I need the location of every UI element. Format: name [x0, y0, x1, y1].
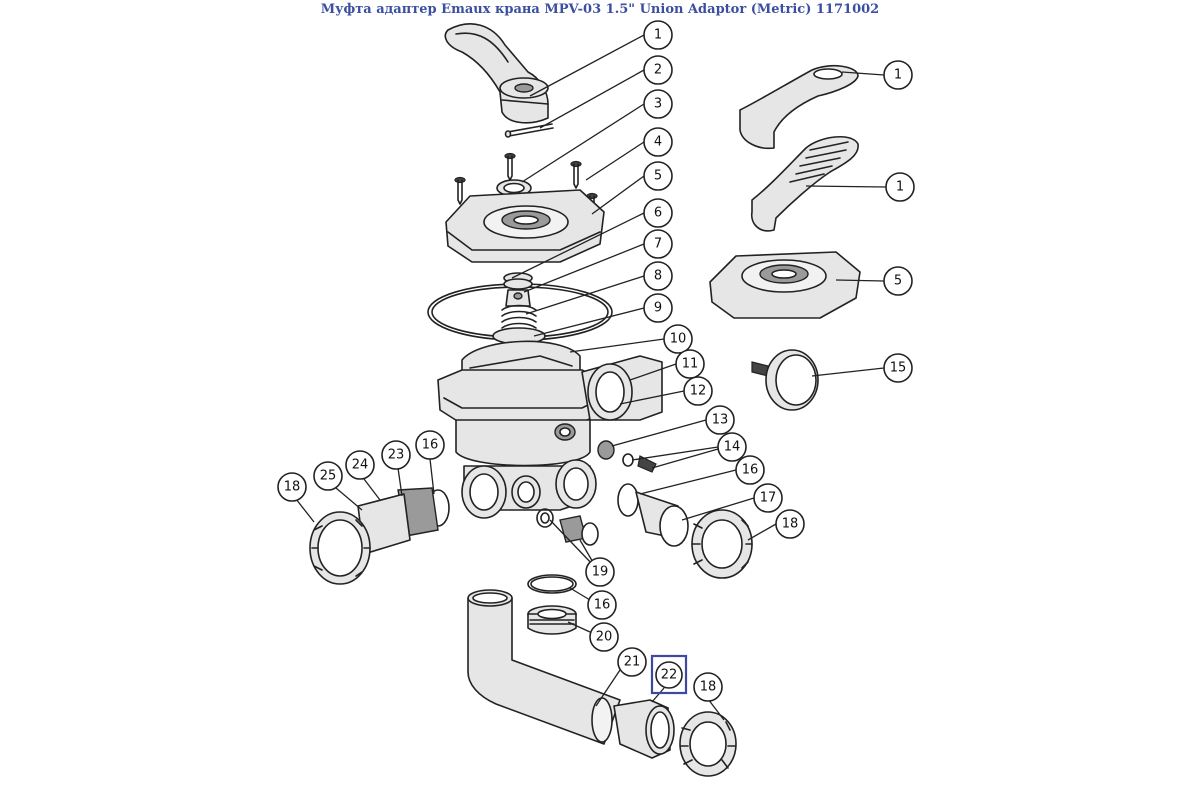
callout-19: 19 [585, 557, 615, 587]
svg-text:2: 2 [654, 63, 662, 78]
svg-text:3: 3 [654, 97, 662, 112]
callout-22: 22 [655, 661, 683, 689]
callout-14: 14 [717, 432, 747, 462]
svg-text:17: 17 [760, 491, 777, 506]
callout-12: 12 [683, 376, 713, 406]
part-left-union [309, 487, 450, 585]
part-cover-left [445, 189, 605, 263]
part-union-adaptor [613, 699, 675, 759]
svg-text:7: 7 [654, 237, 662, 252]
callout-5b: 5 [883, 266, 913, 296]
part-right-union [617, 483, 753, 579]
callout-2: 2 [643, 55, 673, 85]
part-cover-right [709, 251, 861, 319]
callout-16c: 16 [415, 430, 445, 460]
part-elbow-pipe [467, 589, 621, 745]
callout-17: 17 [753, 483, 783, 513]
svg-text:5: 5 [654, 169, 662, 184]
callout-10: 10 [663, 324, 693, 354]
leader-lines [295, 34, 887, 721]
part-handle-variant-b [750, 135, 859, 232]
svg-text:20: 20 [596, 630, 613, 645]
svg-text:19: 19 [592, 565, 609, 580]
svg-text:14: 14 [724, 440, 741, 455]
part-handle-variant-a [739, 64, 859, 150]
svg-text:1: 1 [894, 68, 902, 83]
part-pin [504, 123, 554, 138]
svg-text:12: 12 [690, 384, 707, 399]
callout-1c: 1 [885, 172, 915, 202]
svg-text:8: 8 [654, 269, 662, 284]
svg-text:16: 16 [594, 598, 611, 613]
svg-text:9: 9 [654, 301, 662, 316]
svg-text:21: 21 [624, 655, 641, 670]
svg-text:4: 4 [654, 135, 662, 150]
svg-text:23: 23 [388, 448, 405, 463]
part-union-nut-bottom [679, 711, 737, 777]
part-bottom-ports [461, 459, 597, 519]
part-valve-body [437, 340, 607, 467]
svg-text:5: 5 [894, 274, 902, 289]
callout-9: 9 [643, 293, 673, 323]
svg-text:1: 1 [654, 28, 662, 43]
part-handle-top [444, 23, 549, 124]
callout-18c: 18 [277, 472, 307, 502]
callout-6: 6 [643, 198, 673, 228]
svg-text:25: 25 [320, 469, 337, 484]
svg-text:18: 18 [284, 480, 301, 495]
part-washers [536, 508, 599, 546]
svg-text:18: 18 [782, 517, 799, 532]
callout-18b: 18 [693, 672, 723, 702]
part-threaded-nut [527, 605, 577, 635]
part-oring-bottom [527, 574, 577, 594]
part-oring-small [496, 179, 532, 197]
part-pressure-gauge [751, 349, 819, 411]
callout-4: 4 [643, 127, 673, 157]
svg-text:24: 24 [352, 458, 369, 473]
callout-3: 3 [643, 89, 673, 119]
callout-7: 7 [643, 229, 673, 259]
callout-11: 11 [675, 349, 705, 379]
callout-13: 13 [705, 405, 735, 435]
svg-text:18: 18 [700, 680, 717, 695]
callout-23: 23 [381, 440, 411, 470]
callout-8: 8 [643, 261, 673, 291]
svg-text:6: 6 [654, 206, 662, 221]
callout-25: 25 [313, 461, 343, 491]
callout-24: 24 [345, 450, 375, 480]
svg-text:11: 11 [682, 357, 699, 372]
svg-text:1: 1 [896, 180, 904, 195]
svg-text:15: 15 [890, 361, 907, 376]
svg-text:16: 16 [422, 438, 439, 453]
callout-5a: 5 [643, 161, 673, 191]
callout-16b: 16 [587, 590, 617, 620]
svg-text:16: 16 [742, 463, 759, 478]
callout-1a: 1 [643, 20, 673, 50]
diagram-title: Муфта адаптер Emaux крана MPV-03 1.5" Un… [320, 2, 880, 17]
highlight-box-22 [650, 654, 688, 695]
svg-text:22: 22 [661, 668, 678, 683]
callout-15: 15 [883, 353, 913, 383]
part-side-port [581, 355, 663, 421]
svg-text:10: 10 [670, 332, 687, 347]
svg-text:13: 13 [712, 413, 729, 428]
callout-18a: 18 [775, 509, 805, 539]
callout-1b: 1 [883, 60, 913, 90]
part-spring-assembly [492, 272, 546, 345]
part-drain-plug [597, 440, 657, 473]
callout-16a: 16 [735, 455, 765, 485]
callout-21: 21 [617, 647, 647, 677]
callout-20: 20 [589, 622, 619, 652]
